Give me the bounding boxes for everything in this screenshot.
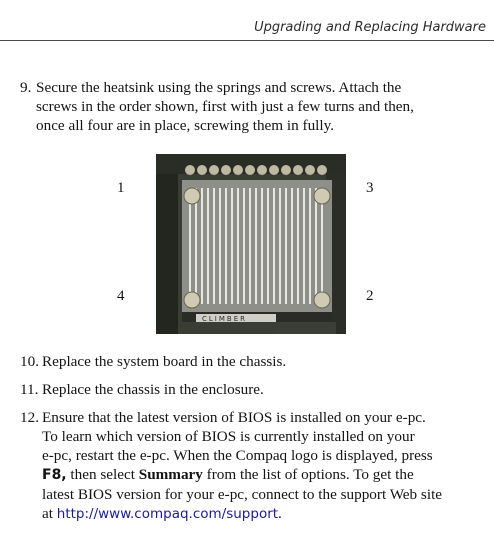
step-text: Replace the system board in the chassis. bbox=[42, 353, 287, 370]
step-line: latest BIOS version for your e-pc, conne… bbox=[42, 486, 443, 503]
step-number: 11. bbox=[20, 381, 39, 398]
step-number: 10. bbox=[20, 353, 39, 370]
callout-2: 2 bbox=[366, 288, 374, 304]
step-text: Ensure that the latest version of BIOS i… bbox=[42, 408, 442, 524]
step-number: 9. bbox=[20, 79, 32, 96]
step-text-fragment: . bbox=[278, 505, 282, 522]
header-title: Upgrading and Replacing Hardware bbox=[254, 20, 486, 35]
callout-1: 1 bbox=[117, 180, 125, 196]
step-line: e-pc, restart the e-pc. When the Compaq … bbox=[42, 447, 433, 464]
step-line: Secure the heatsink using the springs an… bbox=[36, 79, 402, 96]
step-text-fragment: from the list of options. To get the bbox=[202, 466, 414, 483]
page-header: Upgrading and Replacing Hardware bbox=[0, 0, 494, 44]
step-number: 12. bbox=[20, 409, 39, 426]
callout-3: 3 bbox=[366, 180, 374, 196]
step-line: screws in the order shown, first with ju… bbox=[36, 98, 414, 115]
step-text-fragment: at bbox=[42, 505, 57, 522]
step-line: Ensure that the latest version of BIOS i… bbox=[42, 409, 426, 426]
step-line: at http://www.compaq.com/support. bbox=[42, 504, 442, 524]
callout-4: 4 bbox=[117, 288, 125, 304]
step-line: To learn which version of BIOS is curren… bbox=[42, 428, 415, 445]
support-link[interactable]: http://www.compaq.com/support bbox=[56, 506, 279, 522]
step-text: Replace the chassis in the enclosure. bbox=[42, 381, 264, 398]
summary-option: Summary bbox=[138, 466, 203, 483]
step-line: once all four are in place, screwing the… bbox=[36, 117, 335, 134]
step-line: F8, then select Summary from the list of… bbox=[42, 465, 442, 485]
header-rule bbox=[0, 40, 494, 41]
key-f8: F8, bbox=[42, 467, 67, 483]
step-text: Secure the heatsink using the springs an… bbox=[36, 78, 414, 135]
step-text-fragment: then select bbox=[66, 466, 139, 483]
heatsink-photo: CLIMBER bbox=[156, 154, 346, 334]
board-label: CLIMBER bbox=[202, 315, 247, 323]
